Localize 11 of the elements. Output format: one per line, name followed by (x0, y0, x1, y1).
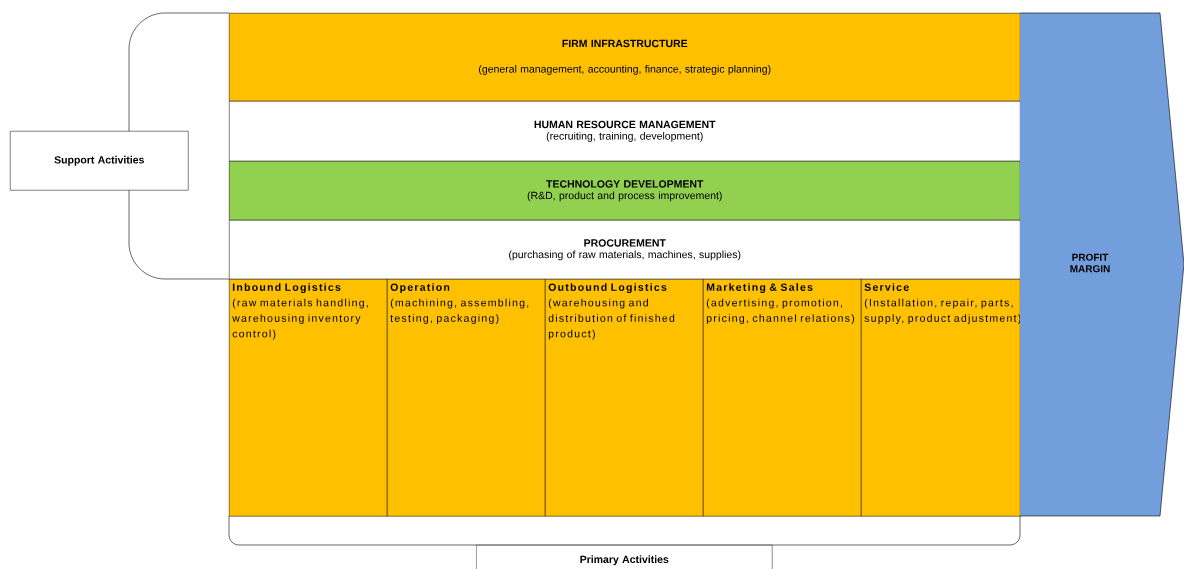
activity-column: Outbound Logistics (warehousing and distribution of finished product) (545, 279, 704, 517)
activity-band: FIRM INFRASTRUCTURE (general management, accounting, finance, strategic planning) (229, 13, 1021, 102)
activity-band: PROCUREMENT (purchasing of raw materials, machines, supplies) (229, 220, 1021, 280)
label-box: Support Activities (10, 131, 189, 191)
activity-column: Marketing & Sales (advertising, promotion, pricing, channel relations) (703, 279, 862, 517)
activity-band: HUMAN RESOURCE MANAGEMENT (recruiting, training, development) (229, 101, 1021, 162)
activity-column: Inbound Logistics (raw materials handling, warehousing inventory control) (229, 279, 388, 517)
activity-band: TECHNOLOGY DEVELOPMENT (R&D, product and process improvement) (229, 161, 1021, 221)
label-box: Primary Activities (476, 545, 773, 569)
activity-column: Operation (machining, assembling, testing, packaging) (387, 279, 546, 517)
activity-column: Service (Installation, repair, parts, supply, product adjustment) (861, 279, 1021, 517)
